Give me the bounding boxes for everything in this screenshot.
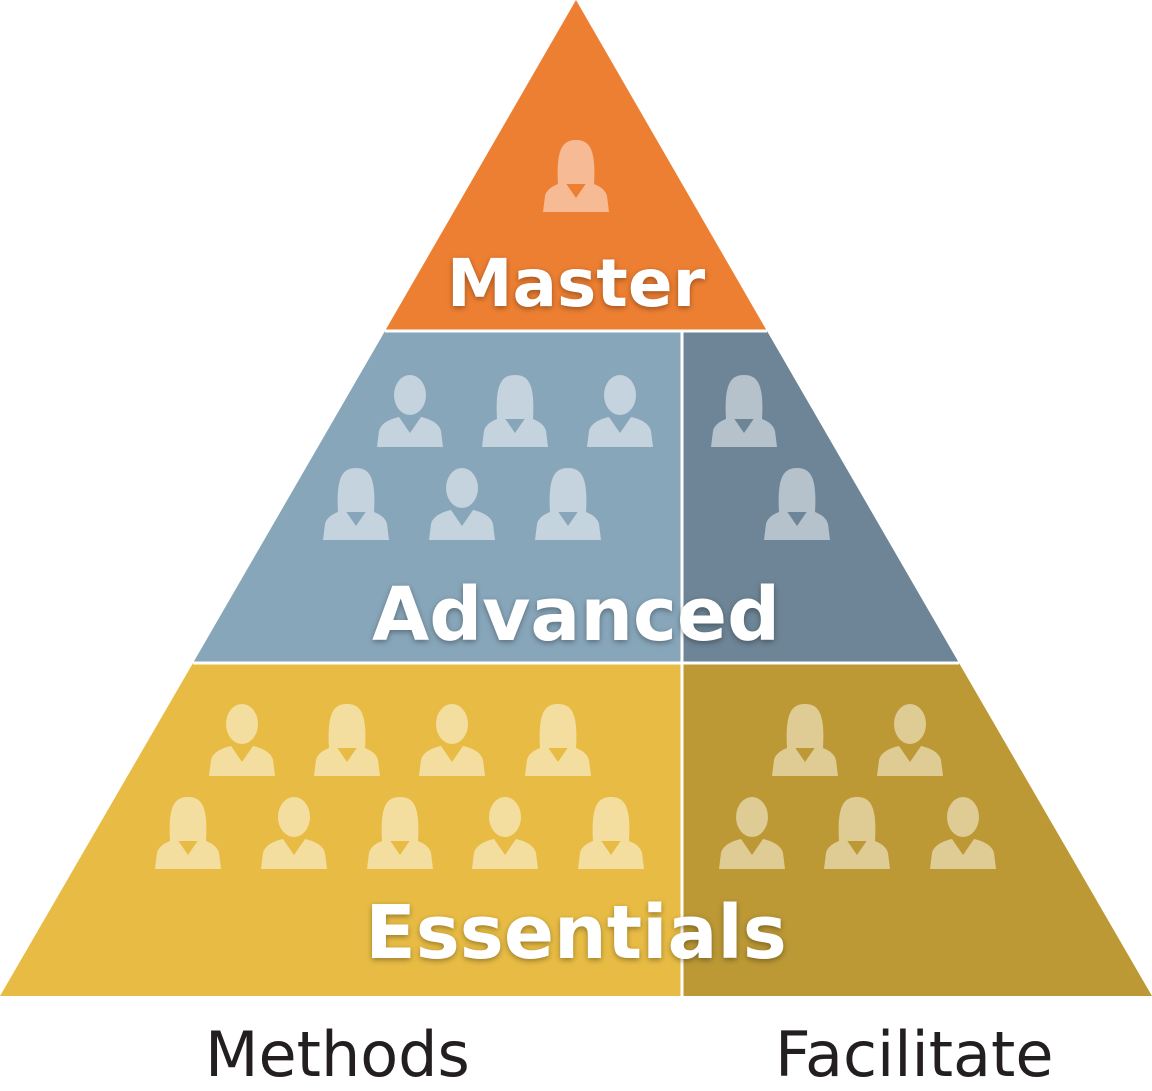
person-female-icon (525, 704, 591, 776)
person-female-icon (772, 704, 838, 776)
tier-label-essentials: Essentials (365, 890, 787, 976)
person-male-icon (261, 797, 327, 869)
tier-label-master: Master (446, 245, 706, 322)
tier-label-advanced: Advanced (371, 572, 781, 658)
person-male-icon (719, 797, 785, 869)
tier-essentials-methods (0, 663, 682, 996)
person-female-icon (367, 797, 433, 869)
person-female-icon (711, 375, 777, 447)
tier-advanced-methods (193, 331, 682, 663)
person-male-icon (209, 704, 275, 776)
person-female-icon (535, 468, 601, 540)
person-male-icon (419, 704, 485, 776)
people-icons (155, 140, 996, 869)
person-male-icon (472, 797, 538, 869)
person-female-icon (543, 140, 609, 212)
column-label-facilitate: Facilitate (775, 1018, 1054, 1091)
person-male-icon (377, 375, 443, 447)
person-male-icon (429, 468, 495, 540)
person-male-icon (930, 797, 996, 869)
person-male-icon (587, 375, 653, 447)
person-female-icon (314, 704, 380, 776)
person-female-icon (578, 797, 644, 869)
person-female-icon (155, 797, 221, 869)
person-female-icon (323, 468, 389, 540)
column-label-methods: Methods (205, 1018, 470, 1091)
person-female-icon (764, 468, 830, 540)
person-male-icon (877, 704, 943, 776)
person-female-icon (824, 797, 890, 869)
person-female-icon (482, 375, 548, 447)
